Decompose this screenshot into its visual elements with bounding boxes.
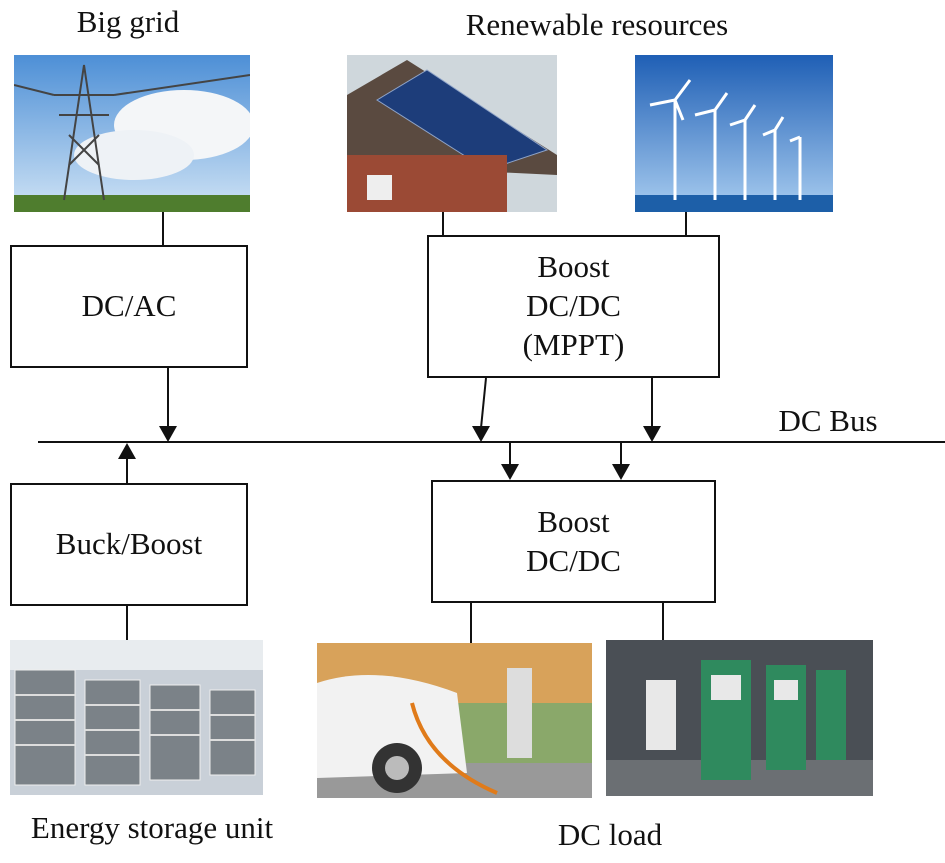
wind-turbines-image [635,55,833,212]
arrow-head [501,464,519,480]
box-text: Buck/Boost [55,526,203,562]
storage-label: Energy storage unit [30,810,274,845]
solar-house-image [347,55,557,212]
box-text: (MPPT) [522,326,625,362]
box-text: Boost [537,249,610,285]
wire [480,377,487,429]
big-grid-label: Big grid [76,4,180,39]
arrow-head [643,426,661,442]
boost-load-converter-box: Boost DC/DC [431,480,716,603]
box-text: DC/DC [526,288,621,324]
battery-storage-image [10,640,263,795]
renewable-label: Renewable resources [465,7,729,42]
ev-charging-image [317,643,592,798]
boost-mppt-converter-box: Boost DC/DC (MPPT) [427,235,720,378]
dc-ac-converter-box: DC/AC [10,245,248,368]
box-text: Boost [537,503,610,539]
box-text: DC/DC [526,542,621,578]
arrow-head [159,426,177,442]
box-text: DC/AC [81,288,177,324]
charging-station-image [606,640,873,796]
arrow-head [472,426,490,442]
power-tower-image [14,55,250,212]
buck-boost-converter-box: Buck/Boost [10,483,248,606]
dc-load-label: DC load [557,817,663,852]
arrow-head [118,443,136,459]
dc-bus-label: DC Bus [778,403,878,438]
arrow-head [612,464,630,480]
